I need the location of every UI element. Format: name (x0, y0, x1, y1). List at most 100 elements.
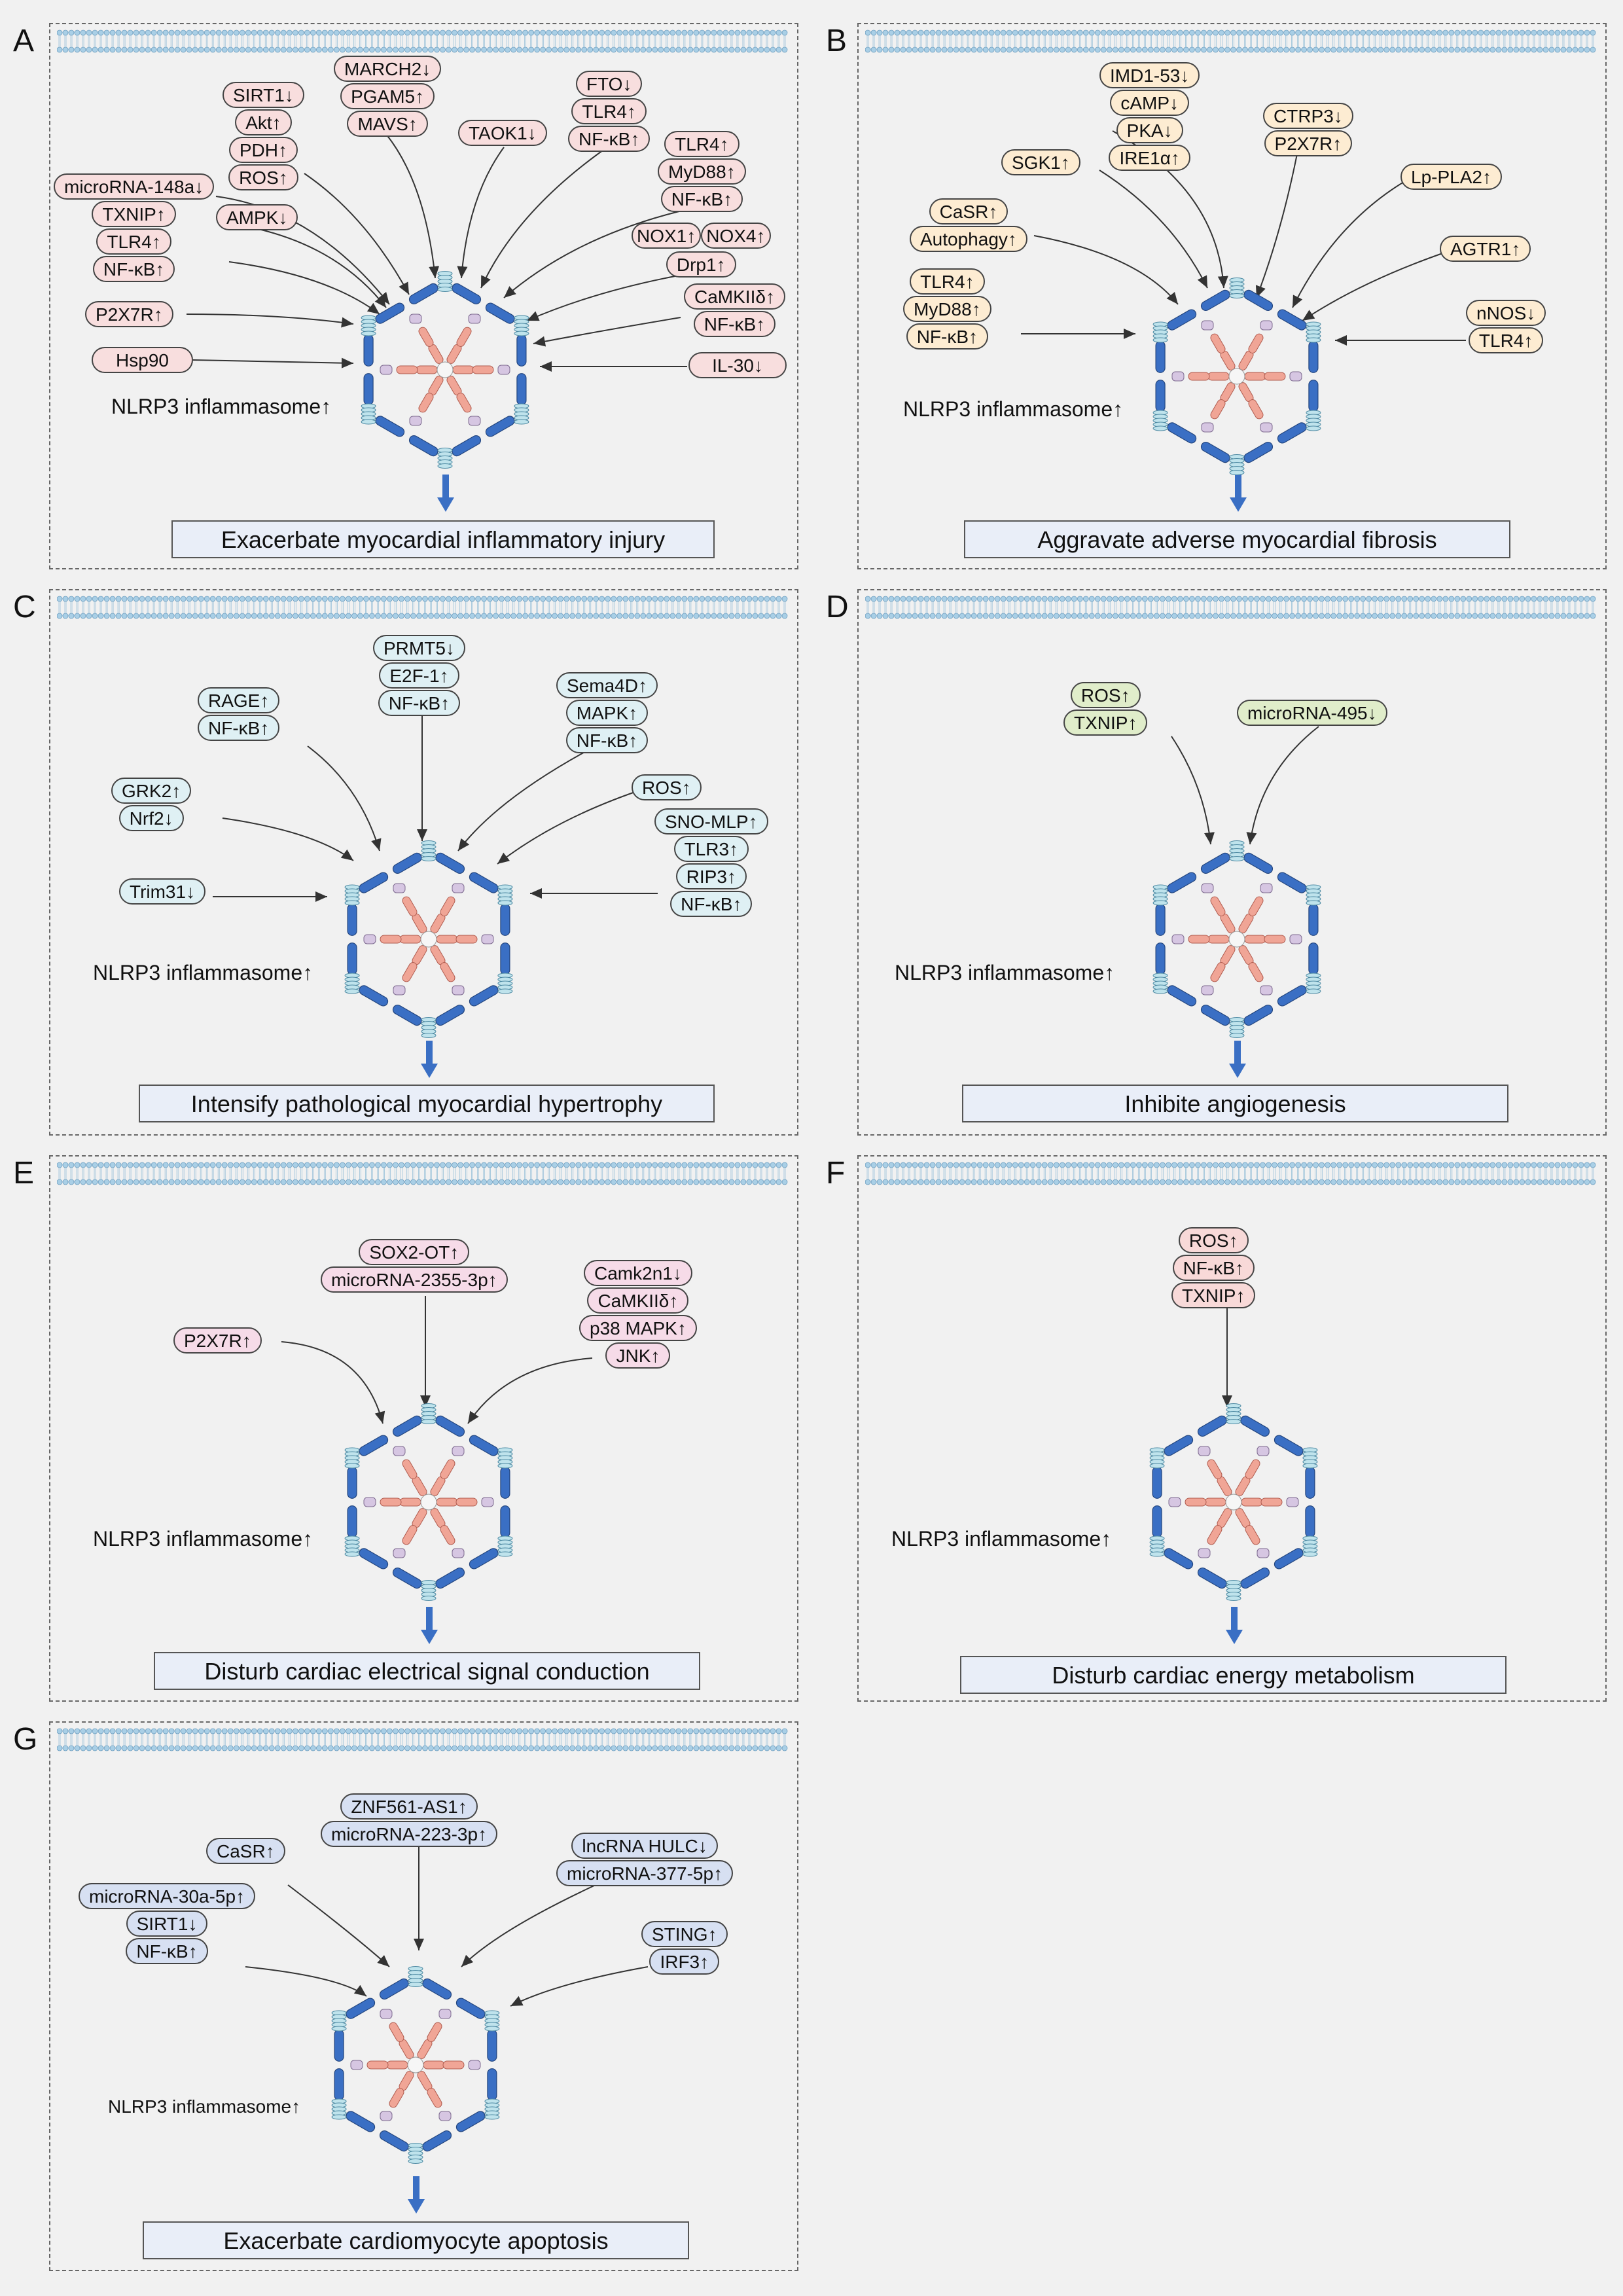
membrane (57, 1160, 791, 1187)
nlrp3-label: NLRP3 inflammasome↑ (895, 961, 1115, 984)
factor-pill: MyD88↑ (903, 296, 991, 322)
factor-pill: NF-κB↑ (660, 186, 743, 212)
factor-group: TLR4↑ MyD88↑ NF-κB↑ (658, 131, 746, 213)
panel-letter-f: F (826, 1156, 846, 1191)
factor-pill: lncRNA HULC↓ (571, 1833, 718, 1859)
factor-pill: MAVS↑ (347, 111, 428, 137)
outcome-box: Disturb cardiac electrical signal conduc… (154, 1652, 700, 1690)
factor-pill: TLR3↑ (673, 836, 749, 862)
factor-pill: FTO↓ (575, 71, 643, 97)
factor-pill: Trim31↓ (119, 878, 206, 905)
factor-pill: TXNIP↑ (1063, 709, 1148, 736)
panel-letter-d: D (826, 590, 849, 624)
factor-group: STING↑ IRF3↑ (641, 1921, 728, 1976)
factor-pill: Lp-PLA2↑ (1400, 164, 1502, 190)
factor-pill: SOX2-OT↑ (359, 1239, 470, 1265)
factor-pill: TAOK1↓ (458, 120, 547, 146)
factor-group: CaSR↑ Autophagy↑ (910, 198, 1027, 253)
panel-letter-c: C (13, 590, 36, 624)
factor-pill: MAPK↑ (565, 700, 649, 726)
factor-group: CTRP3↓ P2X7R↑ (1263, 103, 1353, 158)
factor-pill: NF-κB↑ (670, 891, 753, 917)
factor-group: SGK1↑ (1001, 149, 1080, 177)
nlrp3-inflammasome (1139, 828, 1335, 1064)
nlrp3-inflammasome (347, 259, 543, 494)
factor-group: RAGE↑ NF-κB↑ (198, 687, 280, 742)
factor-pill: NOX4↑ (701, 223, 771, 249)
factor-group: CaSR↑ (206, 1838, 285, 1865)
nlrp3-inflammasome (330, 1391, 527, 1626)
factor-pill: P2X7R↑ (1264, 130, 1353, 156)
factor-pill: CaMKIIδ↑ (587, 1287, 689, 1314)
factor-pill: NF-κB↑ (693, 311, 776, 337)
factor-pill: Nrf2↓ (118, 805, 184, 831)
factor-group: SNO-MLP↑ TLR3↑ RIP3↑ NF-κB↑ (654, 808, 768, 918)
factor-pill: NF-κB↑ (565, 727, 649, 753)
factor-pill: TLR4↑ (664, 131, 740, 157)
factor-pill: NF-κB↑ (126, 1938, 208, 1964)
factor-pill: SIRT1↓ (223, 82, 304, 108)
factor-group: IMD1-53↓ cAMP↓ PKA↓ IRE1α↑ (1099, 62, 1200, 172)
nlrp3-inflammasome (330, 828, 527, 1064)
panel-letter-a: A (13, 24, 35, 58)
factor-group: P2X7R↑ (173, 1327, 262, 1355)
factor-pill: Hsp90 (92, 347, 193, 373)
factor-pill: STING↑ (641, 1921, 728, 1947)
panel-letter-g: G (13, 1722, 38, 1757)
factor-group: lncRNA HULC↓ microRNA-377-5p↑ (556, 1833, 734, 1888)
factor-group: NOX1↑ NOX4↑ Drp1↑ (632, 223, 771, 279)
factor-group: TLR4↑ MyD88↑ NF-κB↑ (903, 268, 991, 351)
membrane (57, 28, 791, 54)
factor-group: microRNA-495↓ (1237, 700, 1387, 727)
factor-pill: CaMKIIδ↑ (684, 283, 785, 310)
factor-pill: TXNIP↑ (1171, 1282, 1256, 1308)
membrane (865, 1160, 1599, 1187)
panel-letter-b: B (826, 24, 847, 58)
factor-pill: NF-κB↑ (1172, 1255, 1255, 1281)
factor-pill: CTRP3↓ (1263, 103, 1353, 129)
factor-pill: IRF3↑ (649, 1948, 720, 1975)
factor-pill: E2F-1↑ (379, 662, 459, 689)
factor-pill: AMPK↓ (216, 204, 298, 230)
factor-group: IL-30↓ (688, 352, 787, 380)
factor-pill: RIP3↑ (675, 863, 747, 889)
outcome-box: Inhibite angiogenesis (962, 1085, 1508, 1122)
factor-pill: CaSR↑ (206, 1838, 285, 1864)
factor-group: nNOS↓ TLR4↑ (1466, 300, 1546, 355)
factor-pill: NOX1↑ (632, 223, 702, 249)
factor-group: ROS↑ TXNIP↑ (1063, 682, 1148, 737)
nlrp3-label: NLRP3 inflammasome↑ (108, 2096, 301, 2117)
factor-group: TAOK1↓ (458, 120, 547, 147)
factor-pill: cAMP↓ (1110, 90, 1190, 116)
factor-pill: NF-κB↑ (568, 126, 651, 152)
factor-group: MARCH2↓ PGAM5↑ MAVS↑ (334, 56, 442, 138)
factor-group: Sema4D↑ MAPK↑ NF-κB↑ (556, 672, 658, 755)
factor-pill: MARCH2↓ (334, 56, 442, 82)
factor-group: microRNA-30a-5p↑ SIRT1↓ NF-κB↑ (79, 1883, 256, 1965)
factor-pill: ROS↑ (1178, 1227, 1249, 1253)
nlrp3-label: NLRP3 inflammasome↑ (111, 395, 332, 418)
factor-pill: SIRT1↓ (126, 1910, 208, 1937)
factor-group: PRMT5↓ E2F-1↑ NF-κB↑ (373, 635, 465, 717)
factor-pill: MyD88↑ (658, 158, 746, 185)
factor-pill: ZNF561-AS1↑ (340, 1793, 478, 1820)
factor-pill: ROS↑ (632, 774, 702, 800)
factor-pill: TLR4↑ (1468, 327, 1544, 353)
factor-pill: GRK2↑ (111, 778, 192, 804)
factor-pill: Drp1↑ (666, 251, 736, 278)
factor-pill: TLR4↑ (571, 98, 647, 124)
nlrp3-label: NLRP3 inflammasome↑ (891, 1527, 1112, 1551)
panel-letter-e: E (13, 1156, 35, 1191)
factor-pill: RAGE↑ (198, 687, 280, 713)
factor-group: AGTR1↑ (1440, 236, 1531, 263)
membrane (865, 594, 1599, 620)
factor-group: ZNF561-AS1↑ microRNA-223-3p↑ (321, 1793, 498, 1848)
factor-pill: P2X7R↑ (85, 301, 173, 327)
factor-group: FTO↓ TLR4↑ NF-κB↑ (568, 71, 651, 153)
membrane (57, 594, 791, 620)
factor-group: CaMKIIδ↑ NF-κB↑ (684, 283, 785, 338)
factor-pill: CaSR↑ (929, 198, 1008, 224)
factor-pill: PRMT5↓ (373, 635, 465, 661)
factor-pill: P2X7R↑ (173, 1327, 262, 1354)
factor-group: Camk2n1↓ CaMKIIδ↑ p38 MAPK↑ JNK↑ (579, 1260, 697, 1370)
